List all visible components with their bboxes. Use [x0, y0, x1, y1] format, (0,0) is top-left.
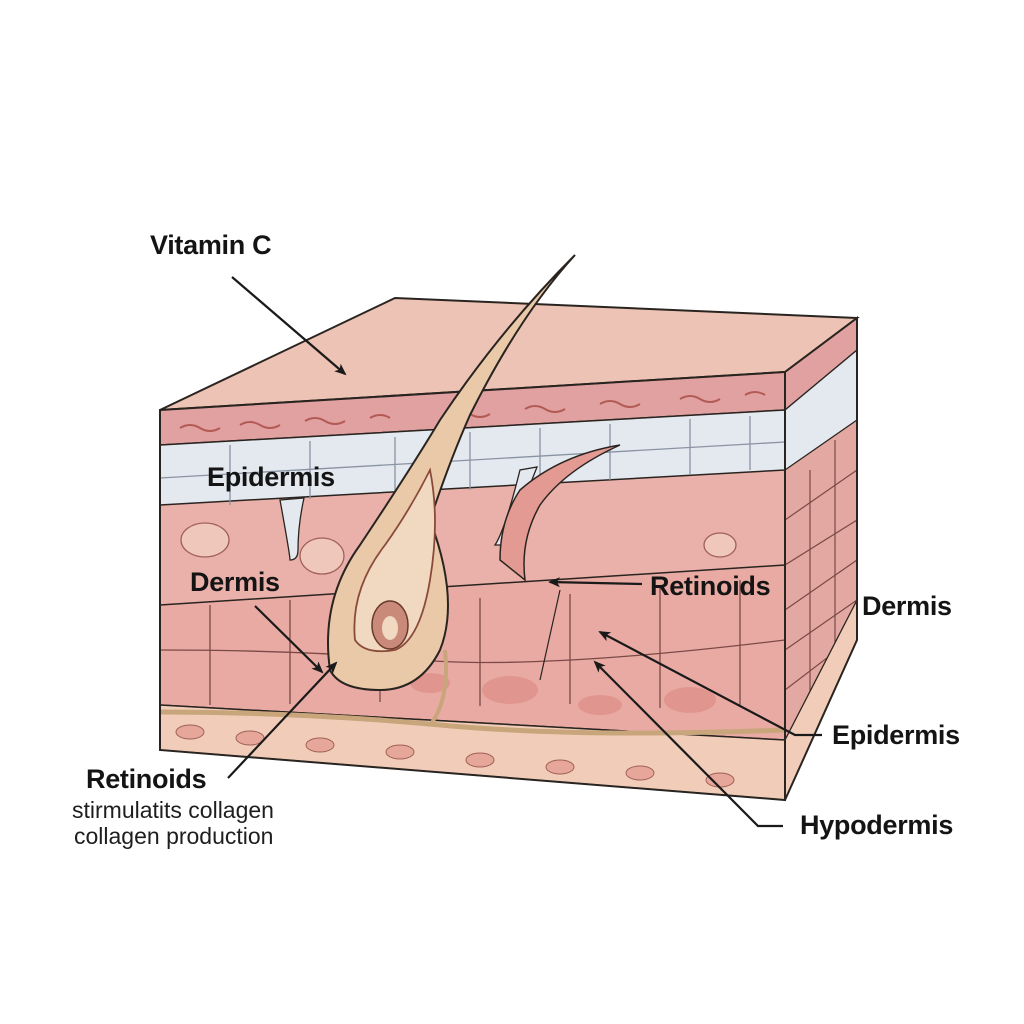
label-epidermis-right: Epidermis: [832, 720, 960, 750]
arrow-icon: [598, 631, 822, 737]
hair-follicle: [327, 254, 621, 727]
label-retinoids-bottom: Retinoids: [86, 764, 207, 794]
epidermis-layer: [160, 409, 785, 506]
caption-retinoids-line1: stirmulatits collagen: [72, 797, 274, 823]
arrows: [227, 276, 822, 828]
label-epidermis-front: Epidermis: [207, 462, 335, 492]
arrow-icon: [231, 276, 347, 376]
label-retinoids-right: Retinoids: [650, 571, 771, 601]
arrow-icon: [593, 660, 783, 828]
label-hypodermis-right: Hypodermis: [800, 810, 954, 840]
label-vitamin-c: Vitamin C: [150, 230, 272, 260]
arrow-icon: [254, 605, 324, 674]
caption-retinoids-line2: collagen production: [74, 823, 274, 849]
label-dermis-right: Dermis: [862, 591, 952, 621]
arrow-icon: [548, 577, 643, 588]
label-dermis-front: Dermis: [190, 567, 280, 597]
arrow-icon: [227, 661, 338, 779]
